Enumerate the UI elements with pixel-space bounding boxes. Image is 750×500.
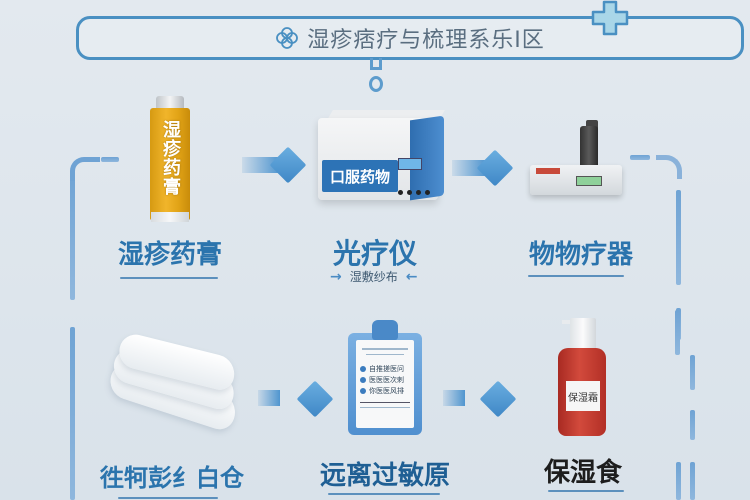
frame-corner-top-right [656, 155, 682, 179]
item-label-machine: 物物疗器 [528, 240, 633, 270]
frame-right-a [675, 310, 680, 355]
item-label-moisturizer: 保湿食 [543, 458, 622, 488]
device-button [425, 190, 430, 195]
paper-line [360, 407, 410, 408]
checklist-item: 医医医次剌 [360, 374, 410, 385]
frame-top-right-dash [630, 155, 650, 160]
machine-display [576, 176, 602, 186]
device-button [398, 190, 403, 195]
paper-line [362, 348, 408, 350]
flow-arrow-head [476, 149, 514, 187]
tube-cap [156, 96, 184, 110]
item-underline [548, 490, 624, 492]
frame-right-d [676, 462, 681, 500]
machine-head [580, 126, 598, 168]
frame-right-c [690, 410, 695, 440]
frame-top-left-dash [101, 157, 119, 162]
frame-corner-top-left [70, 157, 100, 181]
flow-arrow-head [479, 380, 517, 418]
clover-icon [276, 27, 299, 49]
frame-right-b [690, 355, 695, 390]
tube-label: 湿疹药膏 [160, 120, 181, 196]
flow-arrow-shaft [452, 160, 486, 176]
checklist-item: 你医医风排 [360, 385, 410, 396]
arrow-right-icon: → [330, 268, 342, 285]
frame-left-top [70, 170, 75, 300]
bullet-icon [360, 376, 366, 383]
connector-square [370, 58, 382, 70]
item-underline [118, 497, 218, 499]
frame-right-top [676, 190, 681, 285]
device-button [416, 190, 421, 195]
bullet-icon [360, 387, 366, 394]
flow-arrow-shaft [258, 390, 280, 406]
device-button [407, 190, 412, 195]
device-buttons [398, 190, 430, 195]
banner-title: 湿疹痞疗与梳理系乐I区 [307, 28, 545, 53]
item-label-towels: 徃牱彭纟白仓 [100, 464, 244, 492]
arrow-left-icon: ← [405, 268, 418, 285]
flow-arrow-head [269, 146, 307, 184]
device-screen [398, 158, 422, 170]
paper-line [366, 354, 404, 355]
paper-line [360, 402, 410, 403]
item-label-avoid-allergens: 远离过敏原 [319, 461, 450, 491]
machine-indicator [536, 168, 560, 174]
checklist-item: 自推搓医问 [360, 363, 410, 374]
flow-arrow-head [296, 380, 334, 418]
item-underline [528, 275, 624, 277]
flow-arrow-shaft [242, 157, 280, 173]
bottle-label: 保湿霜 [566, 381, 600, 411]
connector-ring [369, 76, 383, 92]
item-underline [120, 277, 218, 279]
item-label-ointment: 湿疹药膏 [117, 240, 222, 270]
bottle-pump [570, 318, 596, 350]
item-label-phototherapy: 光疗仪 [332, 237, 417, 270]
item-underline [328, 493, 440, 495]
ointment-tube-image [150, 108, 190, 220]
sub-label-row: → 湿敷纱布 ← [330, 268, 417, 285]
sub-label: 湿敷纱布 [349, 270, 398, 284]
machine-knob [586, 120, 598, 130]
medical-cross-icon [591, 0, 629, 36]
frame-right-e [690, 462, 695, 500]
flow-arrow-shaft [443, 390, 465, 406]
checklist-paper: 自推搓医问 医医医次剌 你医医风排 [356, 340, 414, 428]
device-panel-label: 口服药物 [322, 160, 398, 192]
bullet-icon [360, 365, 366, 372]
frame-left-bottom [70, 327, 75, 500]
title-banner: 湿疹痞疗与梳理系乐I区 [76, 16, 744, 60]
tube-crimp [151, 212, 189, 222]
clipboard-clip [372, 320, 398, 340]
